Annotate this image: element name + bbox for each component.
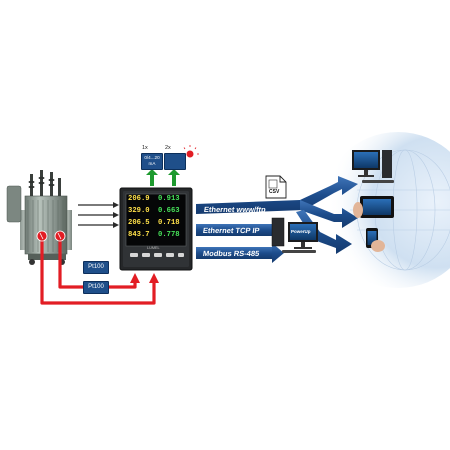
meter-reading-left: 206.9 (128, 195, 150, 203)
analog-output-line2: mA (148, 160, 156, 166)
relay-output-box (164, 153, 186, 170)
meter-reading-left: 843.7 (128, 231, 150, 239)
csv-file-label: CSV (269, 189, 280, 195)
phone-icon (366, 228, 385, 252)
sensor-arrow-head-2 (130, 273, 140, 283)
meter-reading-right: 0.778 (158, 231, 180, 239)
meter-device (119, 187, 193, 271)
modbus-label: Modbus RS-485 (202, 249, 260, 258)
meter-reading-left: 329.0 (128, 207, 150, 215)
analog-count-label: 1x (142, 145, 148, 151)
ethernet-www-label: Ethernet www/ftp (203, 205, 267, 214)
meter-reading-left: 206.5 (128, 219, 150, 227)
meter-reading-right: 0.718 (158, 219, 180, 227)
csv-file-icon (265, 175, 287, 199)
transformer-image (6, 170, 72, 265)
sensor-arrow-head-1 (149, 273, 159, 283)
remote-pc-icon (352, 150, 394, 183)
meter-reading-right: 0.913 (158, 195, 180, 203)
pt100-label-2: Pt100 (88, 284, 104, 290)
pt100-sensor-box-1: Pt100 (83, 261, 109, 274)
tablet-icon (353, 196, 394, 218)
pt100-sensor-box-2: Pt100 (83, 281, 109, 294)
sensor-icon-2 (54, 230, 66, 242)
powerup-screen-label: PowerUp (291, 229, 311, 234)
communication-arrows (196, 176, 358, 263)
pc-workstation-icon (271, 217, 318, 253)
meter-reading-right: 0.663 (158, 207, 180, 215)
analog-output-label: 0/4...20 mA (141, 155, 163, 166)
ethernet-tcp-label: Ethernet TCP IP (202, 226, 261, 235)
meter-brand: LUMEL (147, 246, 160, 250)
analog-output-line1: 0/4...20 (144, 155, 160, 160)
sensor-icon-1 (36, 230, 48, 242)
measurement-input-arrows (78, 204, 113, 226)
relay-count-label: 2x (165, 145, 171, 151)
pt100-label-1: Pt100 (88, 264, 104, 270)
analog-output-box (141, 153, 163, 170)
